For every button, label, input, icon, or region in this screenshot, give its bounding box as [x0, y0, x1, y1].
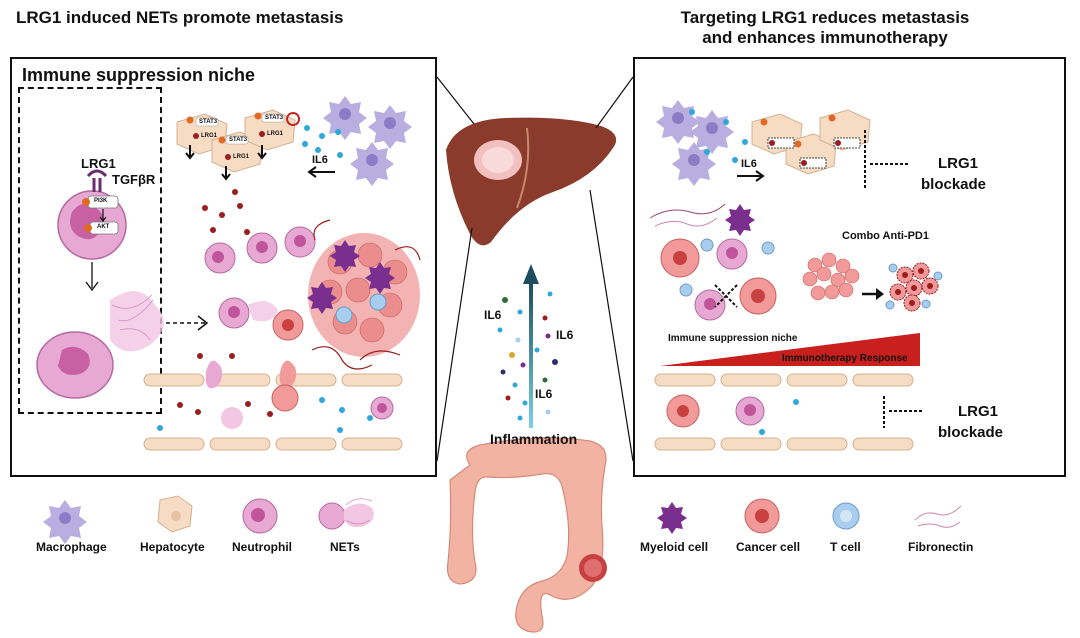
left-il6-dots-bottom: [157, 397, 373, 433]
colon: [446, 437, 607, 633]
tgfbr-label: TGFβR: [112, 172, 156, 187]
legend-macrophage: Macrophage: [36, 540, 107, 554]
right-dying-tumor: [885, 262, 943, 312]
niche-title: Immune suppression niche: [22, 65, 256, 85]
legend-myeloid: Myeloid cell: [640, 540, 709, 554]
inset-lrg1-label: LRG1: [81, 156, 116, 171]
stat3-label-2: STAT3: [229, 137, 248, 143]
fibronectin-legend-icon: [914, 505, 962, 528]
blockade-bottom-line1: LRG1: [958, 403, 999, 420]
nets-legend-icon: [318, 502, 346, 530]
neutrophil-signaling-inset: [18, 87, 162, 414]
legend-nets: NETs: [330, 540, 360, 554]
response-bar-label: Immunotherapy Response: [782, 353, 908, 364]
right-tumor-cluster: [802, 252, 860, 301]
right-cells: [660, 238, 777, 321]
lrg1-small-label-3: LRG1: [267, 131, 284, 137]
stat3-label-3: STAT3: [265, 115, 284, 121]
left-macrophages: [323, 96, 412, 186]
legend-tcell: T cell: [830, 540, 861, 554]
left-hepatocyte-row: [143, 373, 403, 451]
inset-net-cell: [36, 262, 164, 399]
right-title: Targeting LRG1 reduces metastasis and en…: [660, 8, 990, 48]
akt-label: AKT: [97, 224, 110, 230]
legend-neutrophil: Neutrophil: [232, 540, 292, 554]
pi3k-label: PI3K: [94, 198, 108, 204]
blockade-top-line1: LRG1: [938, 155, 979, 172]
lrg1-small-label-2: LRG1: [233, 154, 250, 160]
right-lower-cells: [666, 394, 799, 435]
stat3-label-1: STAT3: [199, 119, 218, 125]
left-tumor-mass: [307, 219, 421, 370]
left-extravasating-cells: [205, 360, 394, 429]
inflammation-label: Inflammation: [490, 431, 578, 447]
left-neutrophils: [204, 226, 316, 341]
legend-fibronectin: Fibronectin: [908, 540, 974, 554]
legend-hepatocyte: Hepatocyte: [140, 540, 205, 554]
left-title: LRG1 induced NETs promote metastasis: [16, 8, 344, 27]
inset-neutrophil: [57, 169, 127, 260]
right-il6-label: IL6: [741, 158, 757, 170]
blockade-bottom-line2: blockade: [938, 424, 1004, 441]
inflammation-arrow-head: [523, 264, 539, 284]
stat3-hepatocyte-cluster: [176, 109, 301, 181]
myeloid-legend-icon: [657, 502, 687, 534]
liver: [446, 117, 617, 246]
right-title-line2: and enhances immunotherapy: [702, 28, 948, 47]
center-il6-label-a: IL6: [484, 308, 502, 322]
center-il6-label-c: IL6: [535, 387, 553, 401]
combo-anti-pd1-label: Combo Anti-PD1: [842, 230, 929, 242]
legend-cancer: Cancer cell: [736, 540, 801, 554]
immunotherapy-response-wedge: [660, 333, 920, 366]
blockade-top-line2: blockade: [921, 176, 987, 193]
right-macrophages: [656, 100, 748, 186]
left-il6-label: IL6: [312, 154, 328, 166]
inflammation-arrow-shaft: [529, 282, 533, 428]
niche-bar-label: Immune suppression niche: [668, 333, 798, 344]
right-title-line1: Targeting LRG1 reduces metastasis: [680, 8, 970, 27]
center-cytokine-dots: [497, 291, 558, 421]
right-hepatocyte-row: [654, 373, 914, 451]
right-stat3-hepatocytes: [751, 109, 871, 175]
center-il6-label-b: IL6: [556, 328, 574, 342]
lrg1-small-label-1: LRG1: [201, 133, 218, 139]
left-il6-dots: [302, 125, 343, 158]
